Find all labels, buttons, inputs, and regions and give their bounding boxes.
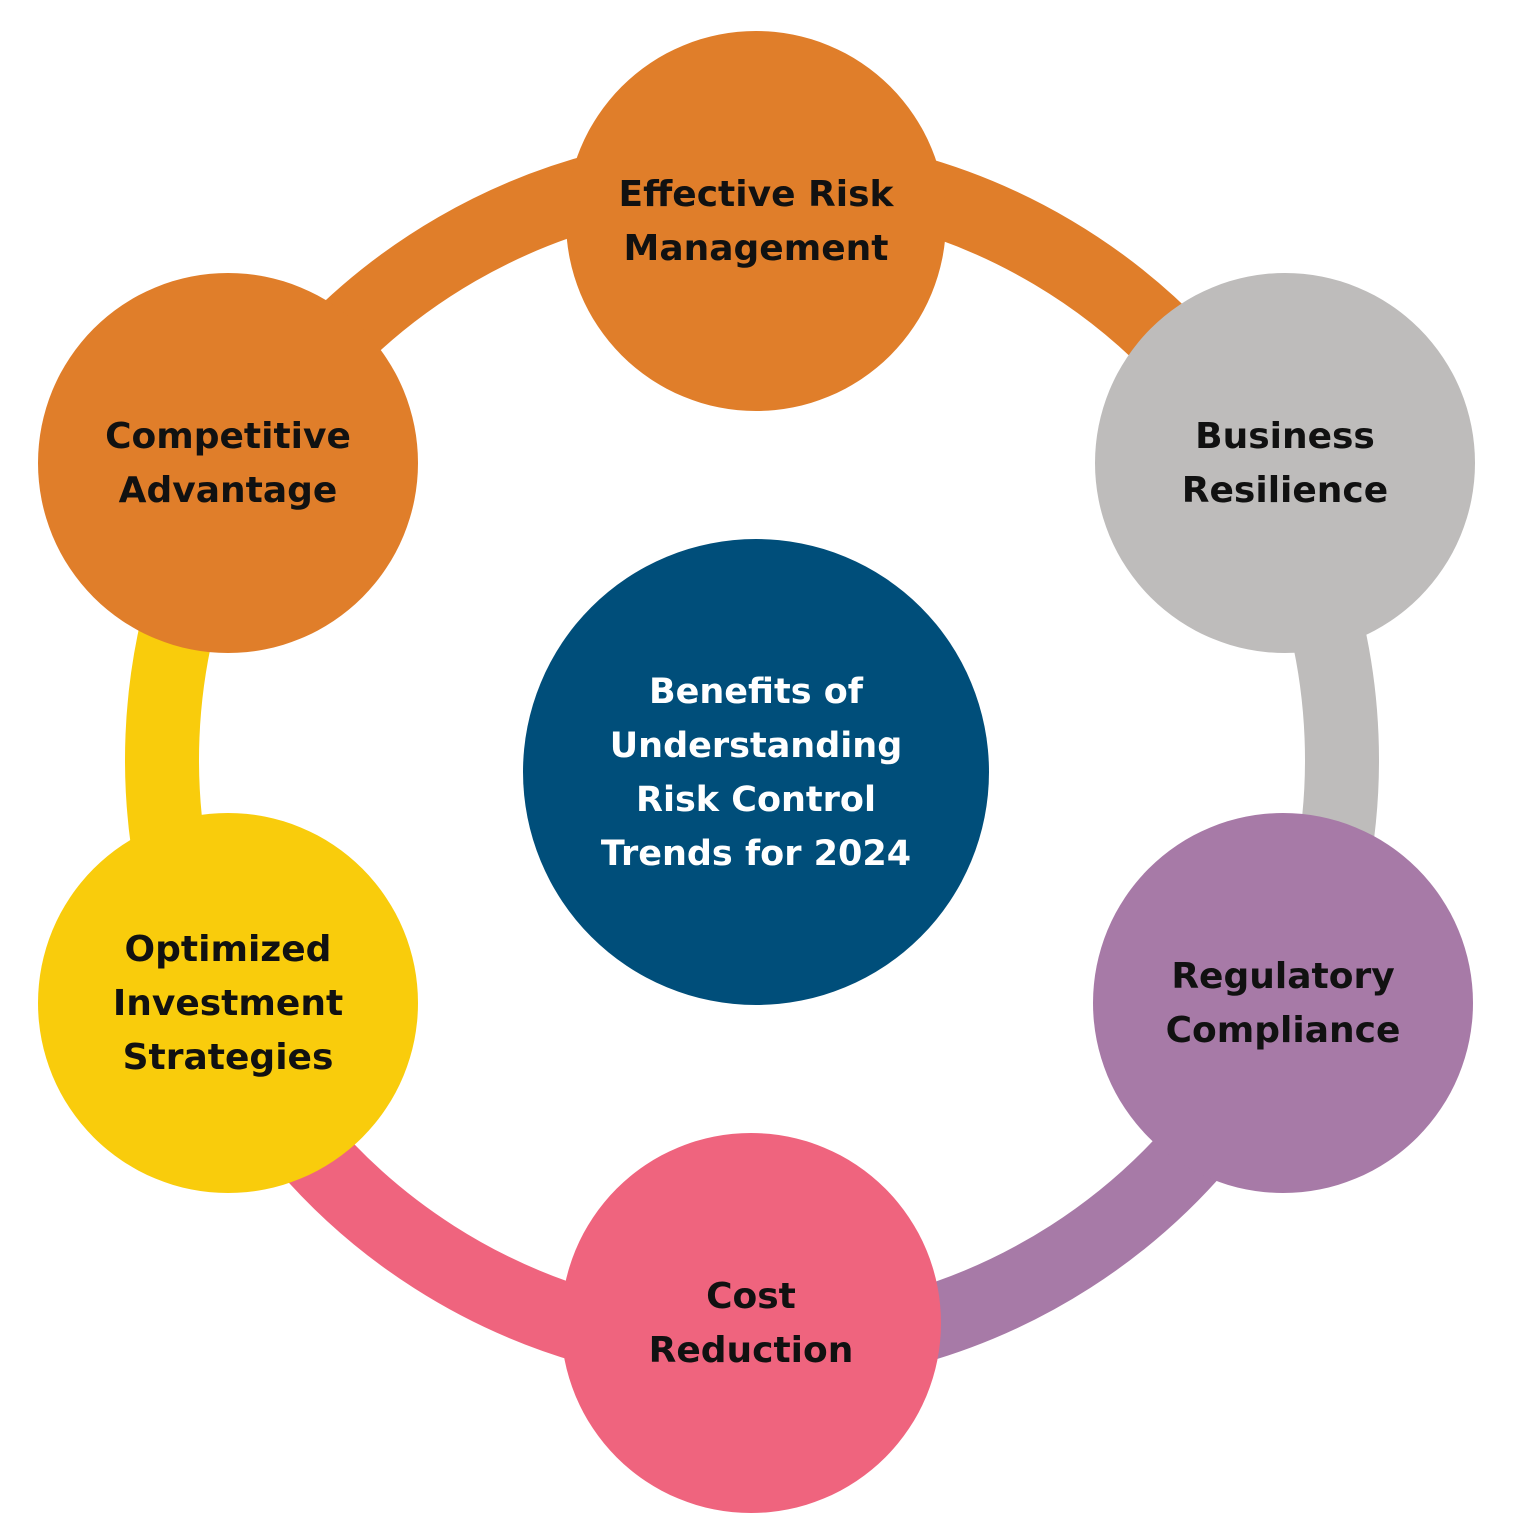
center-title-line: Trends for 2024 xyxy=(601,834,911,874)
node-label-line: Strategies xyxy=(123,1037,334,1078)
node-circle xyxy=(1093,813,1473,1193)
node-circle xyxy=(38,273,418,653)
node-label-line: Cost xyxy=(706,1276,796,1317)
node-label-line: Advantage xyxy=(119,470,338,511)
node-label-line: Optimized xyxy=(125,929,332,970)
node-label-line: Effective Risk xyxy=(619,174,895,215)
node-label-line: Business xyxy=(1195,416,1375,457)
node-label-line: Management xyxy=(624,228,889,269)
node-circle xyxy=(561,1133,941,1513)
node-label-line: Regulatory xyxy=(1171,956,1394,997)
node-label-line: Compliance xyxy=(1166,1010,1401,1051)
node-label-line: Investment xyxy=(113,983,343,1024)
center-title-line: Risk Control xyxy=(636,780,876,820)
node-label-line: Resilience xyxy=(1182,470,1388,511)
node-circle xyxy=(1095,273,1475,653)
center-circle xyxy=(523,539,989,1005)
benefit-nodes: Effective RiskManagementBusinessResilien… xyxy=(38,31,1475,1513)
node-label-line: Reduction xyxy=(649,1330,854,1371)
center-title-line: Understanding xyxy=(610,726,903,766)
node-label-line: Competitive xyxy=(105,416,351,457)
node-circle xyxy=(38,813,418,1193)
node-circle xyxy=(566,31,946,411)
center-title-line: Benefits of xyxy=(649,672,864,712)
